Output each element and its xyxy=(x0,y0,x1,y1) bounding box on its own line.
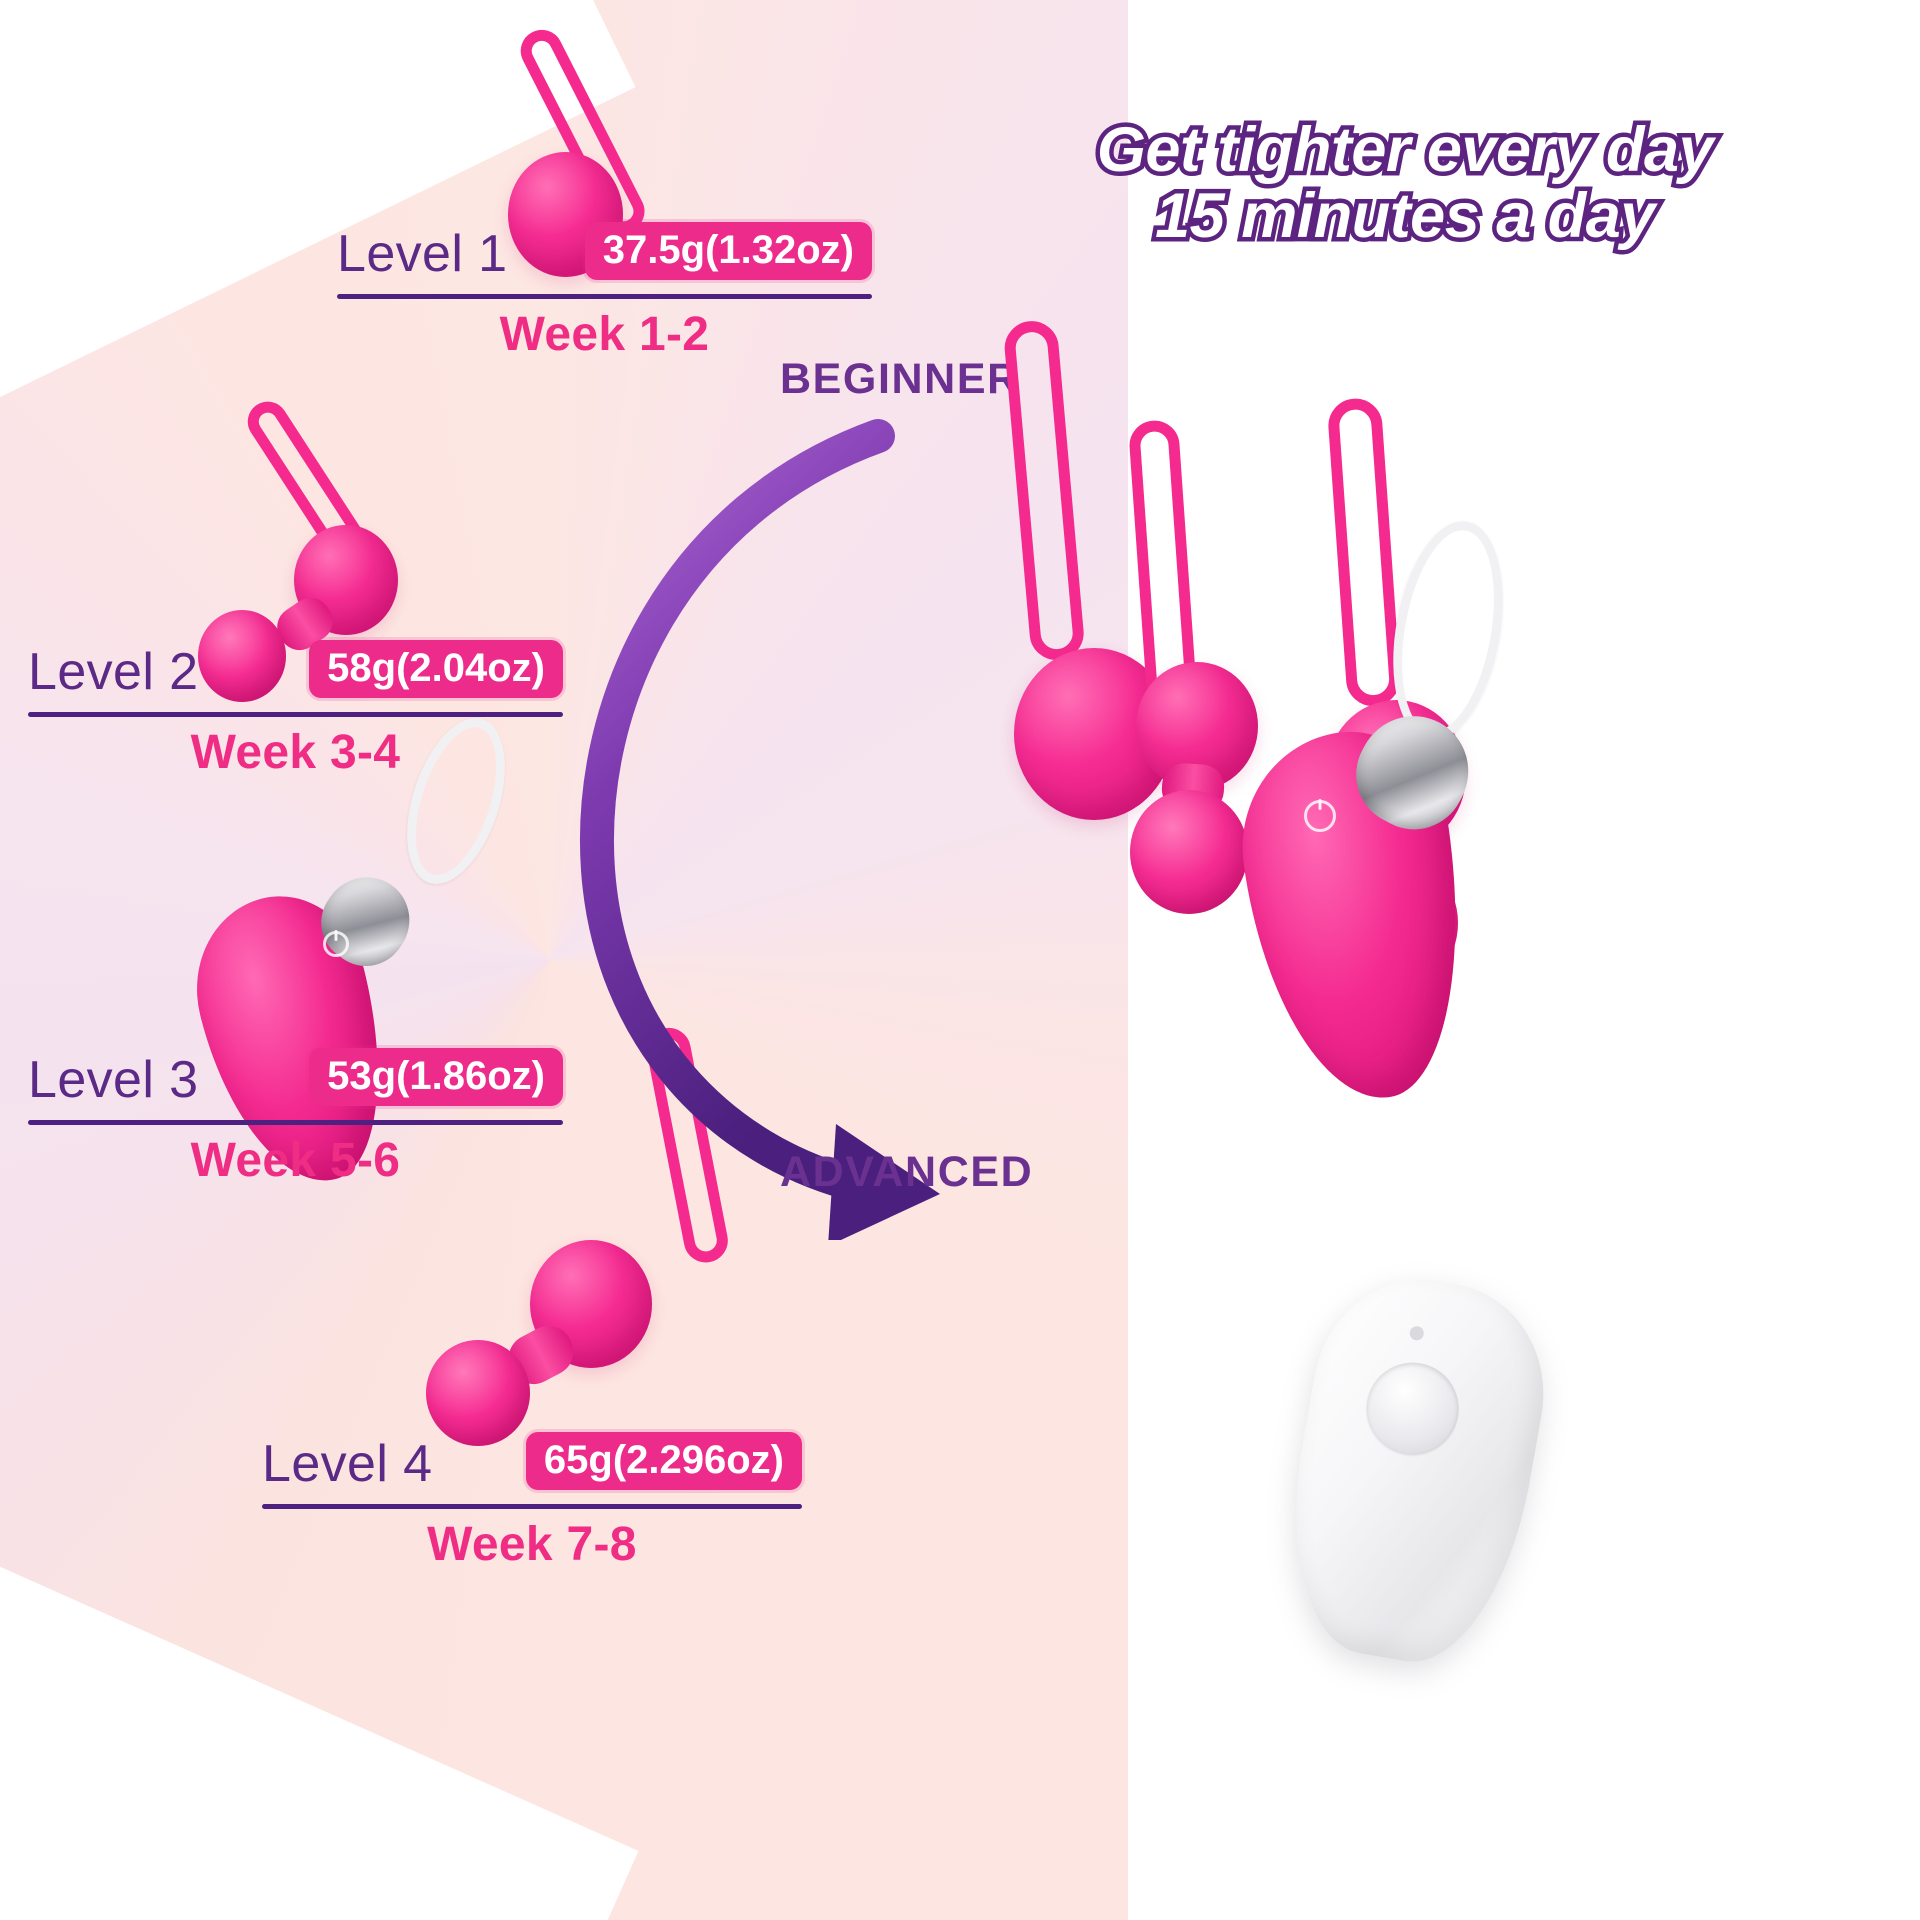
headline-line-2-stroke: 15 minutes a day xyxy=(1151,179,1660,253)
level-3-label: Level 3 xyxy=(28,1051,199,1109)
level-1-block: Level 1 37.5g(1.32oz) Week 1-2 xyxy=(337,222,872,359)
stage-label-advanced: ADVANCED xyxy=(780,1148,1034,1196)
headline-line-1-stroke: Get tighter every day xyxy=(1092,113,1718,187)
level-4-label: Level 4 xyxy=(262,1435,433,1493)
level-4-block: Level 4 65g(2.296oz) Week 7-8 xyxy=(262,1432,802,1569)
level-4-divider xyxy=(262,1504,802,1509)
remote-power-button[interactable] xyxy=(1359,1355,1466,1462)
product-2-ball-lower xyxy=(1130,790,1248,914)
remote-led-indicator xyxy=(1408,1325,1425,1342)
product-4-white-loop xyxy=(1377,512,1519,750)
level-1-label: Level 1 xyxy=(337,225,508,283)
product-4-power-icon xyxy=(1304,800,1336,832)
level-4-row: Level 4 65g(2.296oz) xyxy=(262,1432,802,1490)
level-2-ball-lower xyxy=(198,610,286,702)
level-1-divider xyxy=(337,294,872,299)
product-double-ball-small xyxy=(880,410,1258,970)
level-3-divider xyxy=(28,1120,563,1125)
progression-arrow xyxy=(580,419,940,1240)
level-2-block: Level 2 58g(2.04oz) Week 3-4 xyxy=(28,640,563,777)
level-4-week: Week 7-8 xyxy=(427,1518,637,1571)
training-schedule-panel xyxy=(0,0,1128,1920)
stage-label-beginner: BEGINNER xyxy=(780,355,1020,403)
product-lineup-panel xyxy=(1128,0,1920,1920)
headline-stroke: Get tighter every day 15 minutes a day xyxy=(905,113,1905,253)
level-2-week: Week 3-4 xyxy=(190,726,401,779)
level-2-label: Level 2 xyxy=(28,643,199,701)
level-2-device xyxy=(180,370,580,730)
level-4-device xyxy=(420,1020,840,1446)
product-vibrating-egg xyxy=(1200,500,1580,1140)
level-4-ball-lower xyxy=(426,1340,530,1446)
level-2-row: Level 2 58g(2.04oz) xyxy=(28,640,563,698)
level-2-divider xyxy=(28,712,563,717)
level-3-device xyxy=(175,705,595,1255)
level-1-row: Level 1 37.5g(1.32oz) xyxy=(337,222,872,280)
level-1-week: Week 1-2 xyxy=(499,308,710,361)
level-1-weight-badge: 37.5g(1.32oz) xyxy=(584,222,872,280)
level-3-block: Level 3 53g(1.86oz) Week 5-6 xyxy=(28,1048,563,1185)
level-2-weight-badge: 58g(2.04oz) xyxy=(309,640,563,698)
pink-fan-background xyxy=(0,0,1128,1920)
power-icon xyxy=(323,931,349,957)
level-4-weight-badge: 65g(2.296oz) xyxy=(525,1432,802,1490)
level-3-row: Level 3 53g(1.86oz) xyxy=(28,1048,563,1106)
level-3-week: Week 5-6 xyxy=(190,1134,401,1187)
level-3-weight-badge: 53g(1.86oz) xyxy=(309,1048,563,1106)
